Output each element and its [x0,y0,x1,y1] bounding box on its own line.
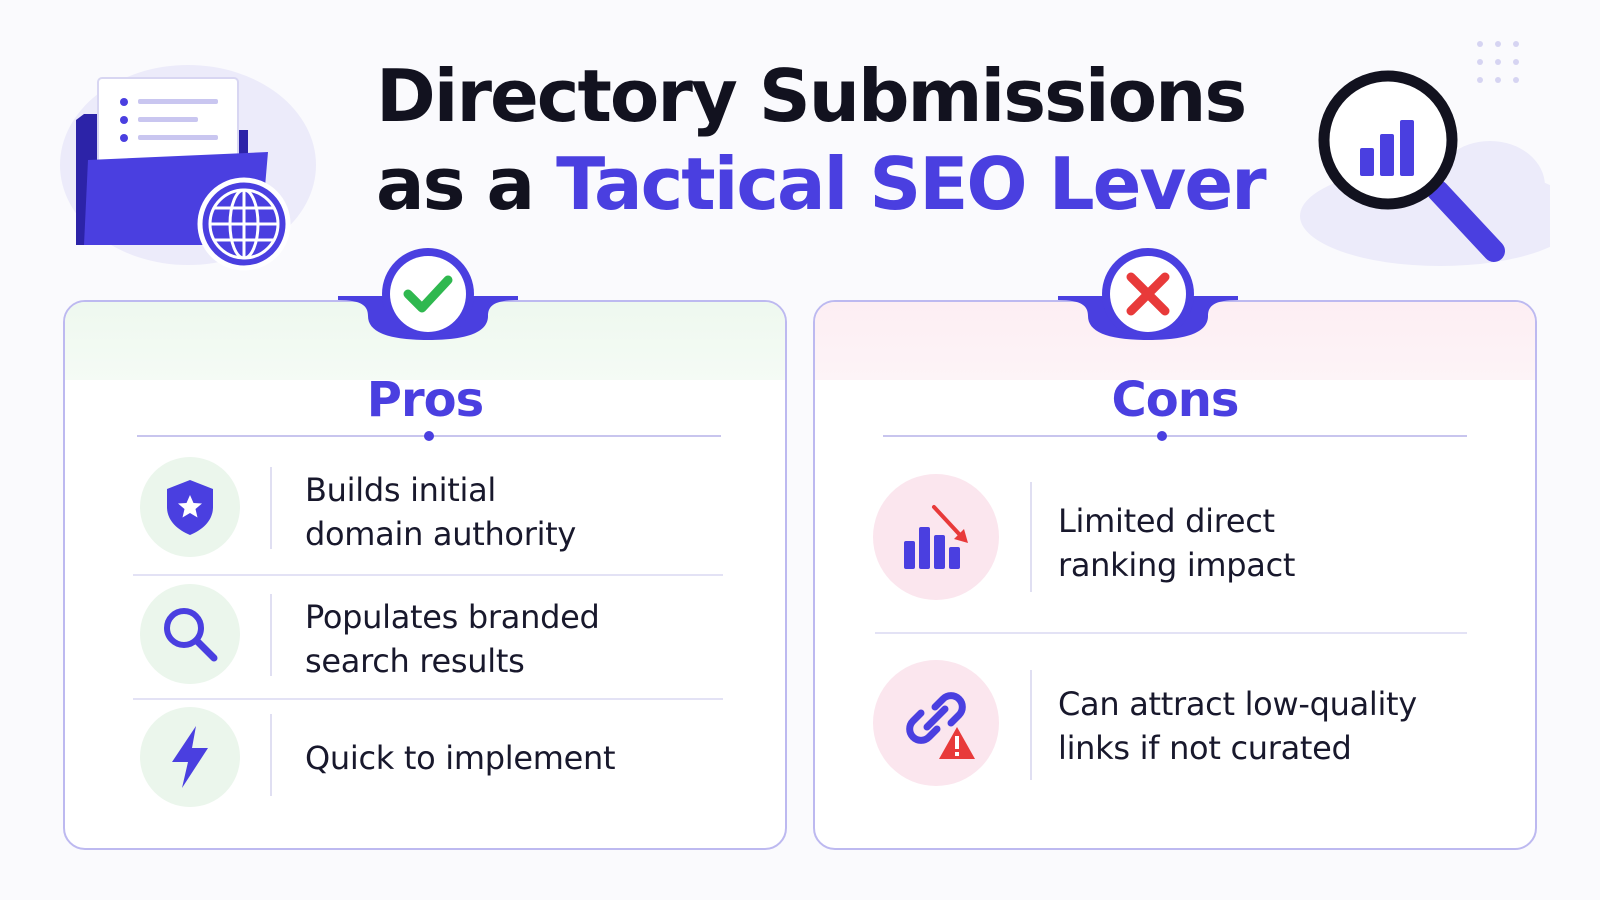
page-title: Directory Submissions as a Tactical SEO … [376,52,1267,228]
cons-item-1-divider [1030,482,1032,592]
cons-item-2-line-2: links if not curated [1058,729,1352,767]
pros-item-1-divider [270,467,272,549]
cons-item-2-icon-badge [873,660,999,786]
cons-heading: Cons [1111,372,1240,428]
cons-item-2-text: Can attract low-quality links if not cur… [1058,682,1417,770]
pros-row-separator-2 [133,698,723,700]
cons-badge-tab [1058,248,1238,340]
title-line-2-prefix: as a [376,142,557,226]
cons-item-1-line-1: Limited direct [1058,502,1275,540]
pros-item-2-text: Populates branded search results [305,595,600,683]
cons-card: Cons Limited direct ranking impact [813,300,1537,850]
pros-heading: Pros [366,372,484,428]
cons-item-2-line-1: Can attract low-quality [1058,685,1417,723]
pros-item-2-line-2: search results [305,642,525,680]
pros-heading-dot [424,431,434,441]
pros-item-2-line-1: Populates branded [305,598,600,636]
pros-item-1-line-1: Builds initial [305,471,496,509]
pros-item-3-divider [270,714,272,796]
cons-item-2-divider [1030,670,1032,780]
cons-heading-dot [1157,431,1167,441]
cons-item-1-text: Limited direct ranking impact [1058,499,1295,587]
title-line-2: as a Tactical SEO Lever [376,140,1267,228]
pros-item-1-line-2: domain authority [305,515,577,553]
pros-item-3-line-1: Quick to implement [305,739,616,777]
cons-item-1-line-2: ranking impact [1058,546,1296,584]
shield-star-icon [167,480,213,535]
search-icon [164,608,218,662]
check-icon [403,275,453,313]
cons-item-1-icon-badge [873,474,999,600]
cons-heading-rule [883,435,1467,437]
folder-globe-icon [60,65,316,271]
pros-card: Pros Builds initial domain authority Pop… [63,300,787,850]
pros-item-3-icon-badge [140,707,240,807]
pros-item-2-icon-badge [140,584,240,684]
lightning-icon [172,726,208,788]
title-accent: Tactical SEO Lever [556,142,1267,226]
cons-row-separator-1 [875,632,1467,634]
pros-row-separator-1 [133,574,723,576]
pros-item-2-divider [270,594,272,676]
magnifier-chart-icon [1300,41,1550,266]
title-line-1: Directory Submissions [376,54,1247,138]
pros-item-3-text: Quick to implement [305,736,616,780]
declining-bar-chart-icon [904,505,968,569]
pros-badge-tab [338,248,518,340]
pros-item-1-text: Builds initial domain authority [305,468,576,556]
pros-item-1-icon-badge [140,457,240,557]
cross-icon [1126,272,1170,316]
broken-link-warning-icon [906,692,975,759]
